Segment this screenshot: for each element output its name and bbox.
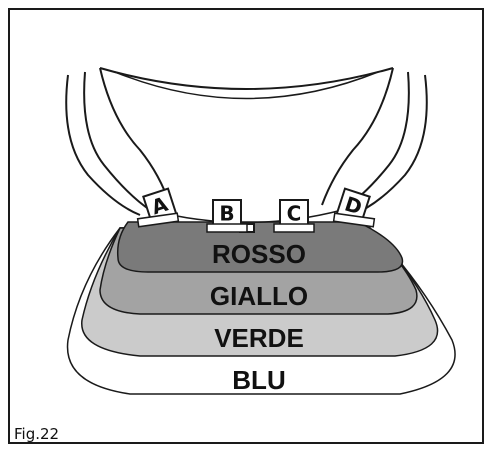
zone-label-rosso: ROSSO	[212, 239, 306, 269]
tab-c: C	[273, 199, 315, 233]
figure-frame	[8, 8, 484, 444]
tab-b: B	[206, 199, 248, 233]
zone-label-giallo: GIALLO	[210, 281, 308, 311]
tab-a: A	[136, 187, 180, 228]
zone-label-blu: BLU	[232, 365, 285, 395]
tab-b-label: B	[219, 202, 234, 226]
tab-c-label: C	[287, 202, 302, 226]
zone-label-verde: VERDE	[214, 323, 304, 353]
tab-d: D	[332, 187, 376, 228]
zone-rosso	[116, 221, 404, 273]
tab-d-label: D	[342, 192, 365, 220]
helmet-outline	[65, 67, 428, 233]
figure-caption: Fig.22	[14, 425, 60, 443]
